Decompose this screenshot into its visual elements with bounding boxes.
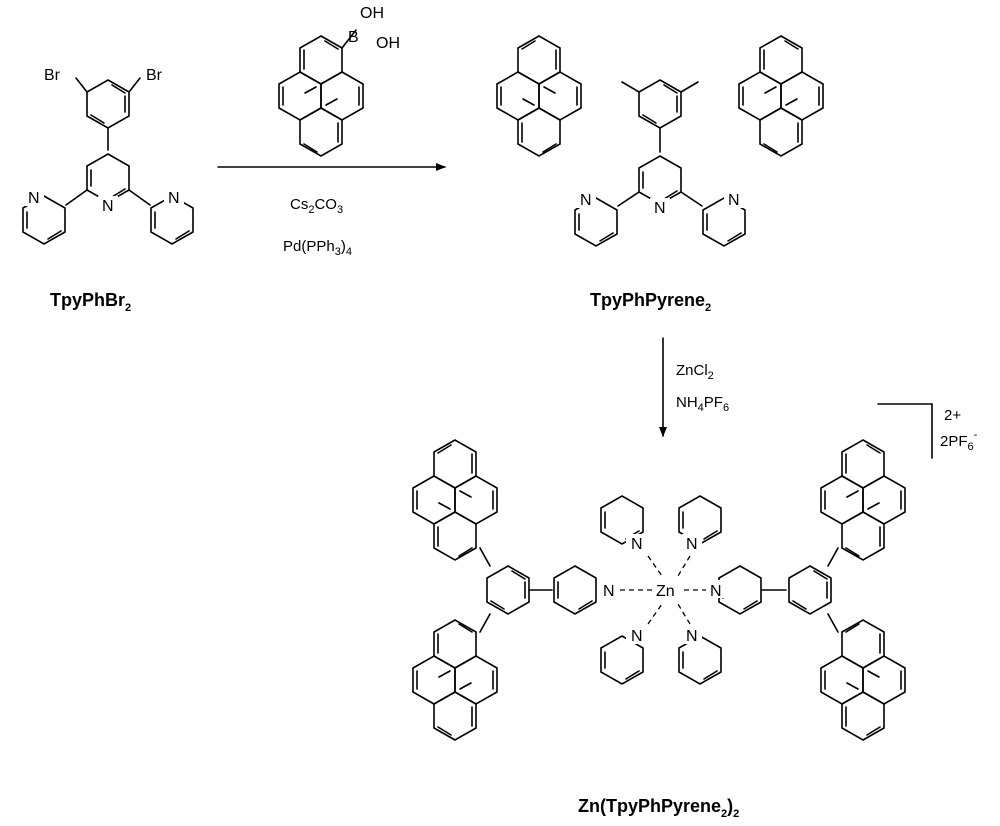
reagent-cs2co3: Cs2CO3 [290, 196, 343, 216]
product-name: Zn(TpyPhPyrene2)2 [578, 796, 739, 820]
reactant-structure [22, 77, 194, 245]
n-label-prod-4: N [710, 583, 722, 600]
n-label-prod-2: N [631, 536, 643, 553]
pyrene-boronic-acid-structure [278, 29, 364, 157]
intermediate-name: TpyPhPyrene2 [590, 290, 711, 314]
n-label-central: N [102, 198, 114, 215]
n-label-left: N [28, 190, 40, 207]
intermediate-structure [496, 35, 824, 247]
counterion-label: 2PF6- [940, 429, 978, 453]
n-label-central-int: N [654, 200, 666, 217]
reactant-name: TpyPhBr2 [50, 290, 131, 314]
reagent-nh4pf6: NH4PF6 [676, 394, 729, 414]
br-label-right: Br [146, 67, 163, 84]
zn-label: Zn [656, 583, 675, 600]
oh-label-top: OH [360, 5, 384, 22]
reagent-pd-pph3-4: Pd(PPh3)4 [283, 238, 352, 258]
boron-label: B [348, 29, 359, 46]
reagent-zncl2: ZnCl2 [676, 362, 714, 382]
oh-label-right: OH [376, 35, 400, 52]
n-label-prod-6: N [686, 628, 698, 645]
n-label-prod-3: N [631, 628, 643, 645]
n-label-left-int: N [580, 192, 592, 209]
charge-label: 2+ [944, 407, 961, 424]
n-label-prod-5: N [686, 536, 698, 553]
n-label-prod-1: N [603, 583, 615, 600]
br-label-left: Br [44, 67, 61, 84]
n-label-right: N [168, 190, 180, 207]
n-label-right-int: N [728, 192, 740, 209]
product-structure [412, 403, 933, 741]
